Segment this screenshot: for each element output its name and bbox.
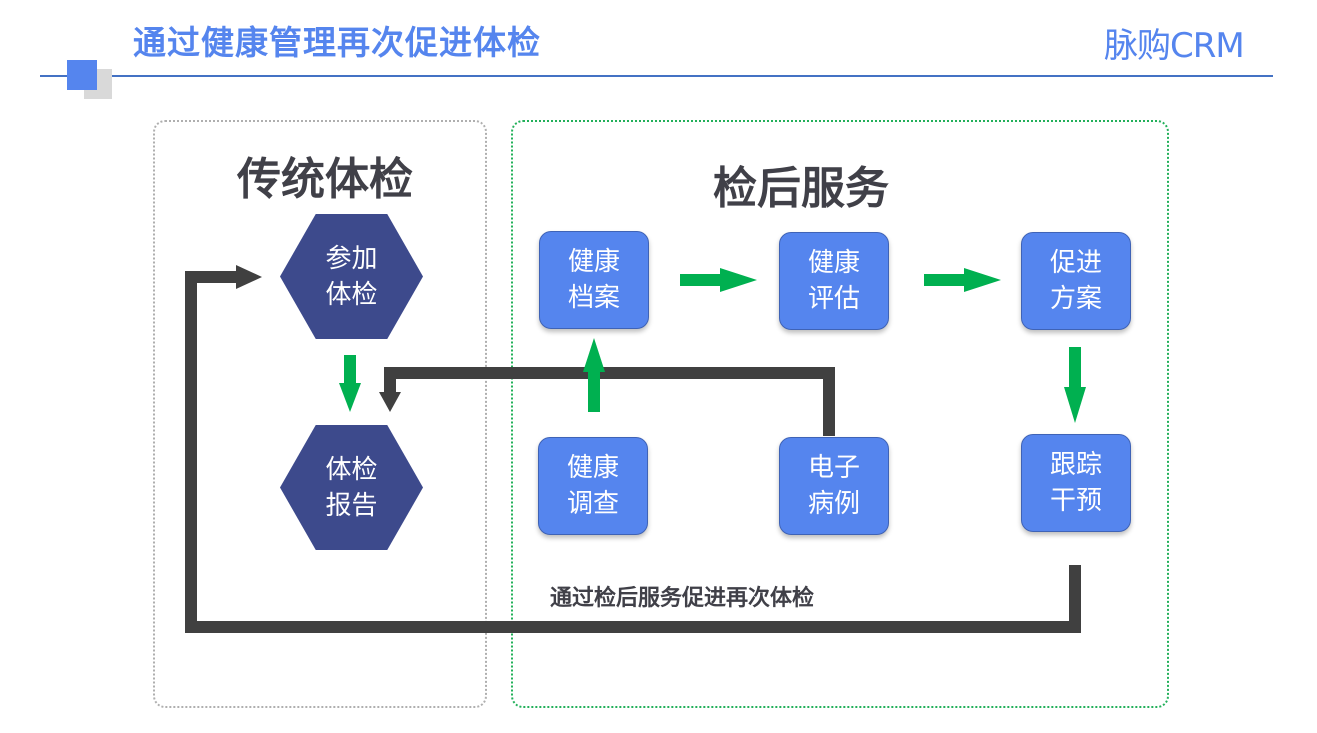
plan-to-followup-head bbox=[1064, 387, 1086, 423]
node-health-archive-label: 健康档案 bbox=[567, 247, 620, 313]
archive-to-assess-shaft bbox=[680, 274, 722, 286]
node-promotion-plan-label: 促进方案 bbox=[1049, 248, 1102, 314]
header-rule bbox=[40, 75, 1273, 77]
post-checkup-service-panel bbox=[511, 120, 1169, 708]
node-health-assessment[interactable]: 健康评估 bbox=[779, 232, 889, 330]
node-checkup-report-label: 体检报告 bbox=[325, 454, 378, 521]
node-electronic-medical-record[interactable]: 电子病例 bbox=[779, 437, 889, 535]
plan-to-followup-shaft bbox=[1069, 347, 1081, 389]
page-title: 通过健康管理再次促进体检 bbox=[133, 23, 541, 62]
node-checkup-report[interactable]: 体检报告 bbox=[280, 425, 423, 550]
node-attend-checkup-label: 参加体检 bbox=[325, 243, 378, 310]
node-health-survey-label: 健康调查 bbox=[566, 453, 619, 519]
decor-square-blue bbox=[67, 60, 97, 90]
survey-to-archive-head bbox=[583, 338, 605, 372]
node-health-assessment-label: 健康评估 bbox=[807, 248, 860, 314]
node-follow-up-intervention-label: 跟踪干预 bbox=[1049, 450, 1102, 516]
node-promotion-plan[interactable]: 促进方案 bbox=[1021, 232, 1131, 330]
node-health-archive[interactable]: 健康档案 bbox=[539, 231, 649, 329]
post-checkup-service-title: 检后服务 bbox=[713, 163, 889, 214]
loop-arrowhead bbox=[236, 265, 262, 289]
archive-to-assess-head bbox=[720, 268, 757, 292]
emr-arrowhead bbox=[379, 392, 401, 412]
loop-connector-return bbox=[185, 271, 1081, 633]
loop-label: 通过检后服务促进再次体检 bbox=[550, 586, 815, 611]
traditional-checkup-panel bbox=[153, 120, 487, 708]
brand-logo: 脉购CRM bbox=[1104, 26, 1245, 66]
assess-to-plan-shaft bbox=[924, 274, 966, 286]
assess-to-plan-head bbox=[964, 268, 1001, 292]
node-electronic-medical-record-label: 电子病例 bbox=[807, 453, 860, 519]
traditional-checkup-title: 传统体检 bbox=[237, 154, 413, 205]
node-attend-checkup[interactable]: 参加体检 bbox=[280, 214, 423, 339]
survey-to-archive-shaft bbox=[588, 370, 600, 412]
node-follow-up-intervention[interactable]: 跟踪干预 bbox=[1021, 434, 1131, 532]
emr-to-report-connector bbox=[384, 367, 835, 436]
node-health-survey[interactable]: 健康调查 bbox=[538, 437, 648, 535]
attend-to-report-head bbox=[339, 383, 361, 412]
attend-to-report-shaft bbox=[344, 355, 356, 383]
